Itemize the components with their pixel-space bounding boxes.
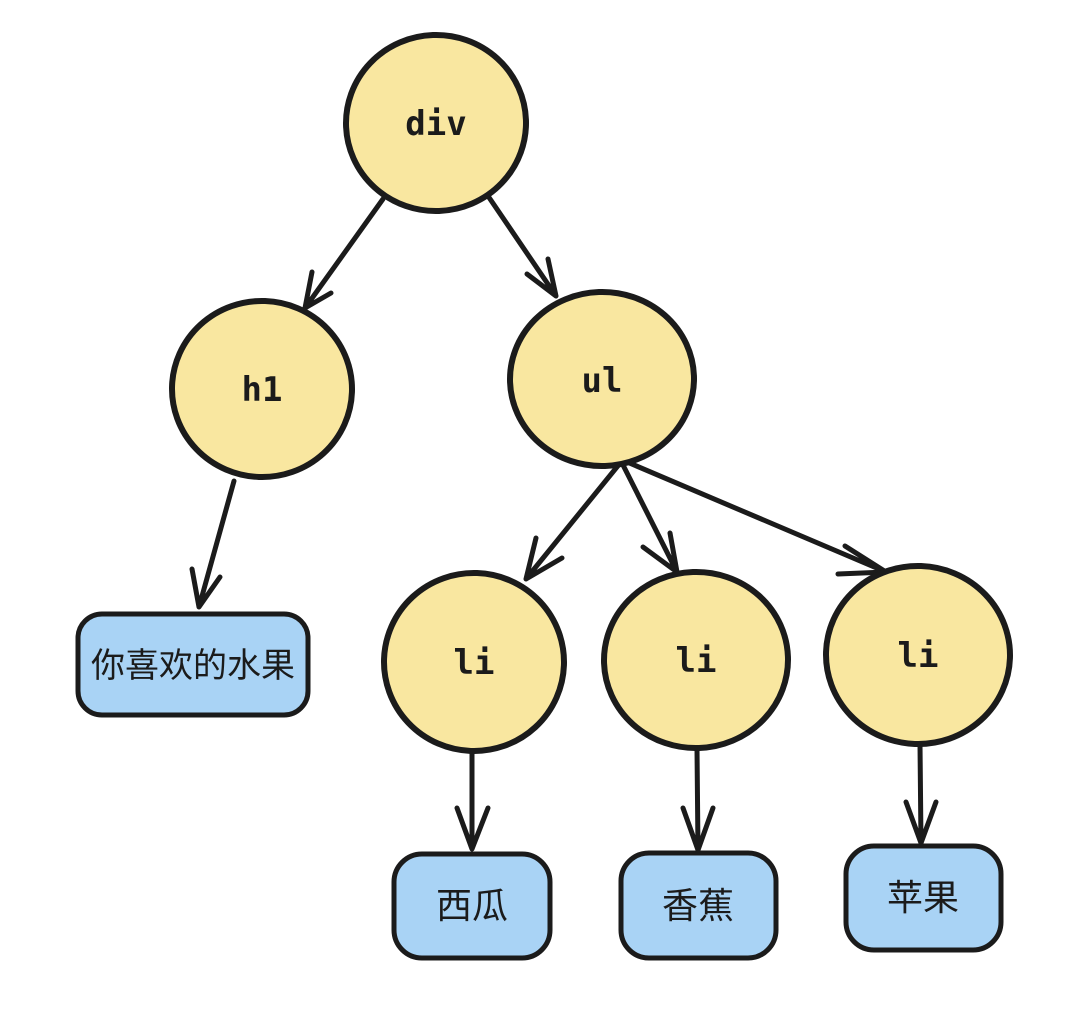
edge-ul-li2-arrow: [620, 462, 680, 575]
edges-group: [189, 190, 939, 853]
node-div-circle: [343, 31, 529, 215]
edge-h1-fruits-arrow: [189, 478, 237, 610]
node-ul-label: ul: [582, 361, 623, 401]
edge-ul-li1-arrow: [523, 459, 624, 582]
node-ul-circle: [507, 288, 697, 470]
leaf-watermelon-label: 西瓜: [436, 885, 508, 926]
edge-div-h1-arrow: [302, 196, 386, 311]
node-li1-circle: [381, 569, 567, 755]
leaf-apple-label: 苹果: [887, 877, 959, 918]
leaf-fruits-title-box: [75, 611, 311, 718]
node-h1-circle: [169, 297, 355, 481]
node-li1-label: li: [454, 643, 495, 683]
leaf-apple-box: [843, 843, 1004, 953]
node-li2-label: li: [676, 641, 717, 681]
node-li3-label: li: [898, 636, 939, 676]
leaves-group: 你喜欢的水果 西瓜 香蕉 苹果: [75, 611, 1004, 961]
nodes-group: div h1 ul li li li: [169, 31, 1013, 755]
node-li3-circle: [823, 562, 1013, 748]
leaf-banana-label: 香蕉: [662, 885, 734, 926]
node-h1-label: h1: [242, 370, 283, 410]
edge-ul-li3-arrow: [624, 459, 889, 577]
node-li2-circle: [601, 568, 791, 752]
edge-li2-banana-arrow: [680, 746, 716, 853]
leaf-watermelon-box: [391, 851, 553, 961]
edge-li3-apple-arrow: [903, 741, 939, 846]
edge-li1-watermelon-arrow: [454, 748, 491, 852]
edge-div-ul-arrow: [483, 190, 559, 299]
node-div-label: div: [405, 104, 466, 144]
leaf-fruits-title-label: 你喜欢的水果: [91, 647, 295, 685]
leaf-banana-box: [618, 850, 779, 961]
